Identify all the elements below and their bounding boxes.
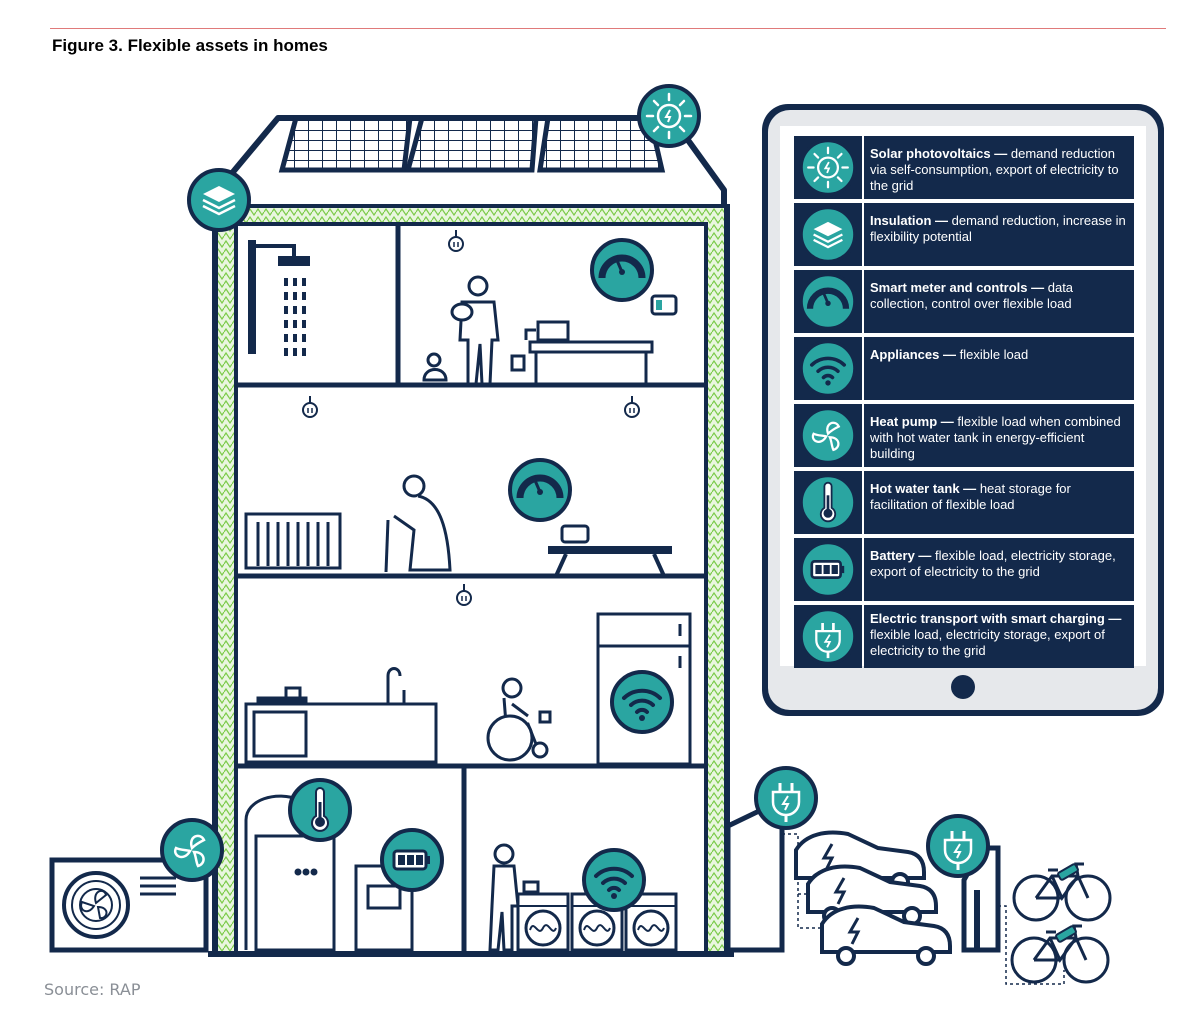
legend-text-insulation: Insulation — demand reduction, increase … [864,203,1134,266]
solar-panels [278,115,666,173]
legend-text-smart-meter: Smart meter and controls — data collecti… [864,270,1134,333]
legend-text-hot-water-tank: Hot water tank — heat storage for facili… [864,471,1134,534]
thermometer-icon [794,471,862,534]
smart-meter-gauge-icon [794,270,862,333]
top-rule-line [50,28,1166,29]
elderly-person [384,474,452,573]
wheelchair-user [486,677,552,762]
legend-row-electric-transport: Electric transport with smart charging —… [792,605,1134,668]
appliances-wifi-icon [794,337,862,400]
tablet-home-button [951,675,975,699]
coffee-table [548,524,672,577]
legend-row-heat-pump: Heat pump — flexible load when combined … [792,404,1134,467]
solar-sun-icon [637,84,701,148]
radiator [244,512,342,570]
smart-meter-gauge-icon [592,240,652,300]
legend-row-solar: Solar photovoltaics — demand reduction v… [792,136,1134,199]
appliances-wifi-icon [582,848,646,912]
legend-row-hot-water-tank: Hot water tank — heat storage for facili… [792,471,1134,534]
source-note: Source: RAP [44,980,141,999]
battery-icon [380,828,444,892]
legend-row-appliances: Appliances — flexible load [792,337,1134,400]
legend-row-battery: Battery — flexible load, electricity sto… [792,538,1134,601]
kitchen-counter [244,667,438,764]
legend-row-smart-meter: Smart meter and controls — data collecti… [792,270,1134,333]
battery-icon [794,538,862,601]
parent-with-baby [422,275,500,386]
legend-text-solar: Solar photovoltaics — demand reduction v… [864,136,1134,199]
ev-plug-icon [754,766,818,830]
insulation-layers-icon [187,168,251,232]
heat-pump-fan-icon [794,404,862,467]
appliances-wifi-icon [610,670,674,734]
figure-title: Figure 3. Flexible assets in homes [52,36,328,55]
heat-pump-unit [49,857,209,953]
legend-text-heat-pump: Heat pump — flexible load when combined … [864,404,1134,467]
shower [248,240,310,356]
legend-text-appliances: Appliances — flexible load [864,337,1134,400]
smart-meter-gauge-icon [510,460,570,520]
ev-plug-icon [926,814,990,878]
legend-text-battery: Battery — flexible load, electricity sto… [864,538,1134,601]
desk-with-device [510,320,654,384]
heat-pump-fan-icon [160,818,224,882]
insulation-layers-icon [794,203,862,266]
ev-plug-icon [794,605,862,668]
legend-text-electric-transport: Electric transport with smart charging —… [864,605,1134,668]
thermostat-panel [650,294,678,316]
solar-sun-icon [794,136,862,199]
e-bikes [1010,862,1112,984]
thermometer-icon [288,778,352,842]
legend-row-insulation: Insulation — demand reduction, increase … [792,203,1134,266]
